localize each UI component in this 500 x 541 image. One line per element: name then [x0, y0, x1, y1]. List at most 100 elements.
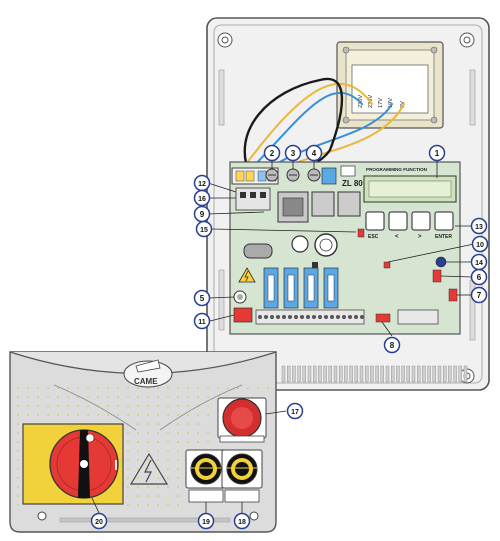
cover-dot — [197, 387, 199, 389]
antenna-connector-icon — [435, 256, 447, 268]
cover-dot — [157, 405, 159, 407]
cover-dot — [147, 495, 149, 497]
cover-dot — [147, 459, 149, 461]
cover-dot — [27, 387, 29, 389]
cover-logo: CAME — [134, 377, 158, 386]
cover-dot — [207, 423, 209, 425]
svg-text:13: 13 — [475, 224, 483, 231]
cover-dot — [137, 423, 139, 425]
vent-slot — [318, 365, 322, 383]
cover-dot — [107, 396, 109, 398]
cover-dot — [157, 423, 159, 425]
esc-button[interactable] — [365, 211, 385, 231]
enter-label: ENTER — [435, 234, 452, 240]
callout-leaders — [91, 160, 475, 514]
trimmer-icon — [265, 168, 279, 182]
emergency-stop-button[interactable] — [217, 397, 267, 443]
cover-dot — [137, 405, 139, 407]
svg-text:12: 12 — [198, 181, 206, 188]
cover-dot — [257, 387, 259, 389]
cover-dot — [17, 468, 19, 470]
cover-dot — [137, 486, 139, 488]
callout-13: 13 — [470, 217, 488, 235]
callout-14: 14 — [470, 253, 488, 271]
cover-dot — [17, 441, 19, 443]
cover-dot — [117, 414, 119, 416]
cover-dot — [157, 459, 159, 461]
callout-7: 7 — [470, 286, 488, 304]
cover-dot — [77, 387, 79, 389]
svg-text:14: 14 — [475, 260, 483, 267]
terminal-screw-icon — [318, 315, 322, 319]
svg-text:11: 11 — [198, 319, 206, 326]
terminal-screw-icon — [324, 315, 328, 319]
cover-dot — [217, 387, 219, 389]
cover-dot — [17, 477, 19, 479]
cover-dot — [167, 450, 169, 452]
cover-dot — [37, 414, 39, 416]
vent-slot — [385, 365, 390, 383]
cover-dot — [107, 405, 109, 407]
cover-dot — [267, 387, 269, 389]
cover-dot — [207, 396, 209, 398]
vent-slot — [323, 365, 327, 383]
cover-dot — [137, 477, 139, 479]
cover-dot — [167, 432, 169, 434]
cover-dot — [17, 432, 19, 434]
callout-16: 16 — [193, 189, 211, 207]
fuse-icon — [323, 267, 339, 309]
electric-hazard-icon — [129, 452, 169, 485]
esc-label: ESC — [368, 234, 379, 240]
push-button-18[interactable] — [221, 449, 263, 503]
vent-slots — [281, 365, 468, 383]
cover-dot — [127, 387, 129, 389]
cover-dot — [107, 414, 109, 416]
vent-slot — [406, 365, 410, 383]
minus-label: < — [395, 234, 399, 240]
push-button-19[interactable] — [185, 449, 227, 503]
cover-dot — [137, 441, 139, 443]
cover-dot — [157, 477, 159, 479]
display-title: PROGRAMMING FUNCTION — [366, 167, 428, 172]
vent-slot — [448, 365, 452, 383]
svg-text:3: 3 — [291, 149, 296, 158]
cover-dot — [137, 468, 139, 470]
svg-text:2: 2 — [270, 149, 275, 158]
enter-button[interactable] — [434, 211, 454, 231]
trimmer-icon — [307, 168, 321, 182]
cover-dot — [167, 495, 169, 497]
trimmer-icon — [286, 168, 300, 182]
vent-slot — [411, 365, 416, 383]
cover-dot — [197, 432, 199, 434]
terminal-screw-icon — [360, 315, 364, 319]
cover-dot — [97, 414, 99, 416]
cover-dot — [157, 504, 159, 506]
cover-dot — [127, 414, 129, 416]
cover-dot — [137, 495, 139, 497]
cover-dot — [177, 414, 179, 416]
vent-slot — [375, 365, 379, 383]
terminal-screw-icon — [288, 315, 292, 319]
svg-text:17: 17 — [291, 409, 299, 416]
svg-text:20: 20 — [95, 519, 103, 526]
callout-8: 8 — [383, 336, 401, 354]
cover-dot — [247, 387, 249, 389]
main-selector-switch[interactable] — [22, 423, 124, 505]
svg-text:18: 18 — [238, 519, 246, 526]
control-board: ZL 80 PROGRAMMING FUNCTION ESC < > ENTER — [229, 161, 461, 335]
cover-dot — [147, 387, 149, 389]
corner-screw-icon — [459, 32, 475, 48]
plus-button[interactable] — [411, 211, 431, 231]
cover-dot — [177, 486, 179, 488]
cover-texture — [17, 387, 269, 506]
cover-dot — [17, 495, 19, 497]
cover-dot — [167, 459, 169, 461]
minus-button[interactable] — [388, 211, 408, 231]
transformer-tap-label: 230V — [358, 95, 364, 108]
fuse-icon — [263, 267, 279, 309]
cover-dot — [37, 387, 39, 389]
vent-slot — [417, 365, 421, 383]
terminal-screw-icon — [270, 315, 274, 319]
terminal-screw-icon — [342, 315, 346, 319]
